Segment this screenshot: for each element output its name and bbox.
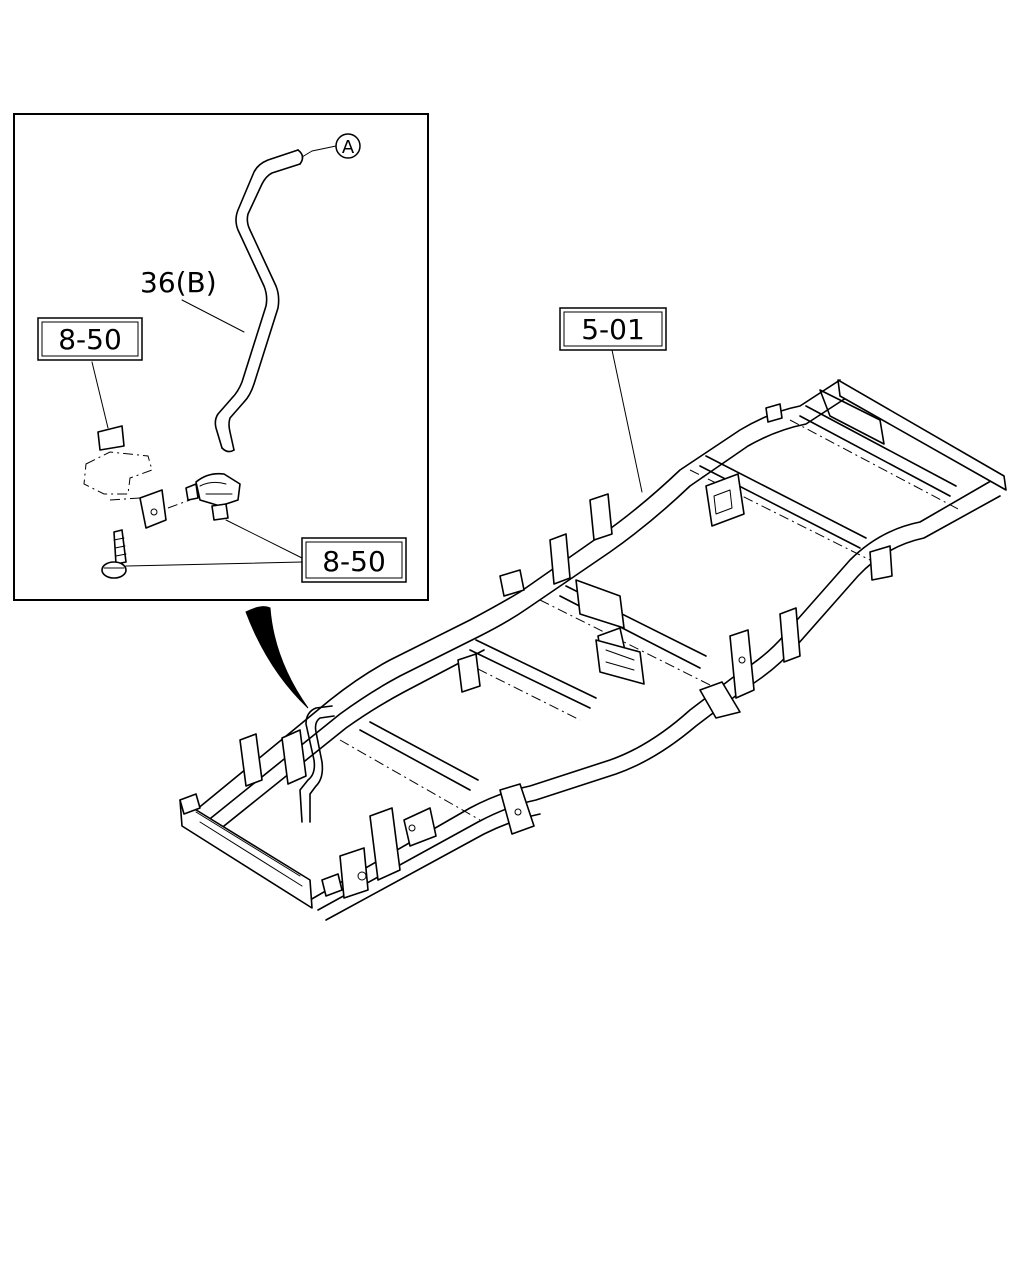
bracket-top-label: 8-50 bbox=[58, 323, 122, 356]
ref-a-label: A bbox=[342, 137, 355, 158]
detail-inset: A 36(B) 8-50 bbox=[13, 113, 429, 601]
frame-part-leader bbox=[611, 349, 643, 493]
bolt bbox=[101, 529, 127, 579]
frame-part-callout bbox=[559, 307, 667, 351]
bracket-plate bbox=[83, 425, 191, 529]
bracket-top-callout bbox=[37, 317, 143, 361]
detail-pointer-arrow bbox=[245, 606, 309, 709]
chassis-frame bbox=[179, 379, 1007, 921]
bracket-bottom-leader-2 bbox=[125, 561, 303, 567]
hose-clamp bbox=[185, 472, 241, 521]
ref-a-circle bbox=[335, 133, 361, 159]
bracket-bottom-label: 8-50 bbox=[322, 545, 386, 578]
hose-part-label: 36(B) bbox=[140, 266, 217, 299]
ref-a-leader bbox=[301, 145, 337, 158]
bracket-bottom-callout bbox=[301, 537, 407, 583]
hose-part-leader bbox=[181, 299, 245, 333]
bracket-top-leader bbox=[91, 361, 109, 429]
frame-part-label: 5-01 bbox=[581, 313, 645, 346]
bracket-bottom-leader-1 bbox=[225, 519, 303, 559]
